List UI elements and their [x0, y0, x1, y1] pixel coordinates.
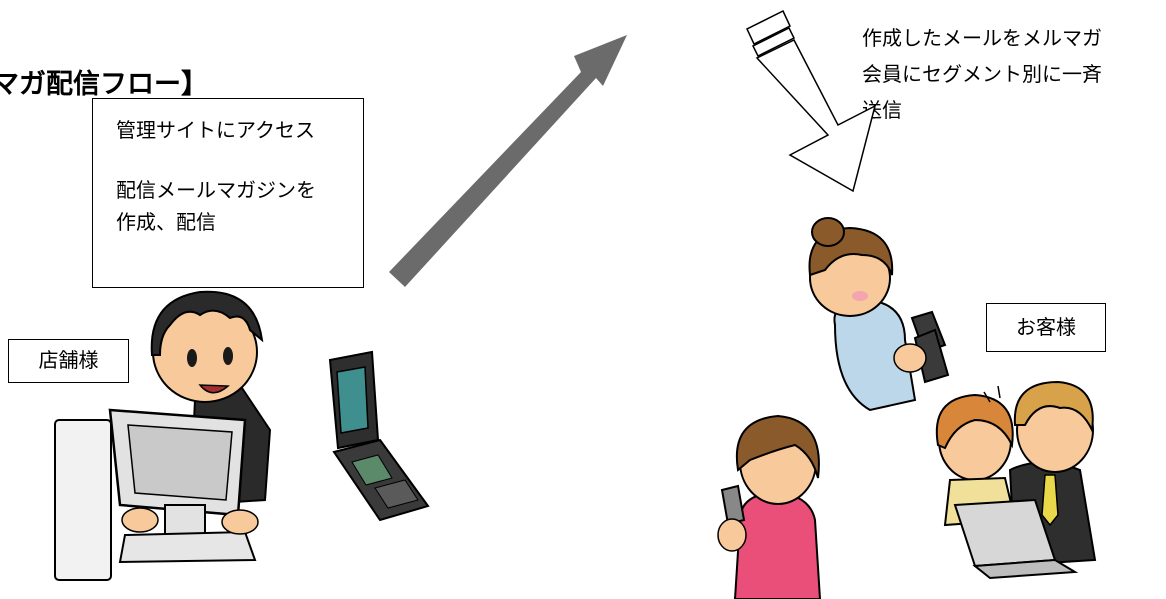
customer-woman-phone-illustration	[808, 217, 950, 412]
customer-label: お客様	[1016, 315, 1076, 339]
admin-box-line-1: 管理サイトにアクセス	[116, 118, 315, 142]
upload-arrow-icon	[389, 35, 627, 287]
send-down-arrow-icon	[746, 9, 877, 193]
admin-box-line-3: 作成、配信	[116, 210, 216, 234]
admin-action-box: 管理サイトにアクセス 配信メールマガジンを 作成、配信	[92, 98, 364, 288]
send-note-line-1: 作成したメールをメルマガ	[862, 26, 1102, 50]
send-note-line-2: 会員にセグメント別に一斉	[862, 62, 1102, 86]
store-label: 店舗様	[38, 348, 99, 372]
store-label-box: 店舗様	[8, 339, 129, 383]
customer-couple-laptop-illustration	[935, 380, 1097, 580]
page-title: マガ配信フロー】	[0, 69, 208, 100]
customer-label-box: お客様	[986, 303, 1106, 352]
customer-woman-pink-illustration	[717, 414, 822, 599]
mobile-phone-icon	[328, 350, 430, 522]
admin-box-line-2: 配信メールマガジンを	[116, 178, 316, 202]
store-staff-illustration	[54, 290, 272, 581]
